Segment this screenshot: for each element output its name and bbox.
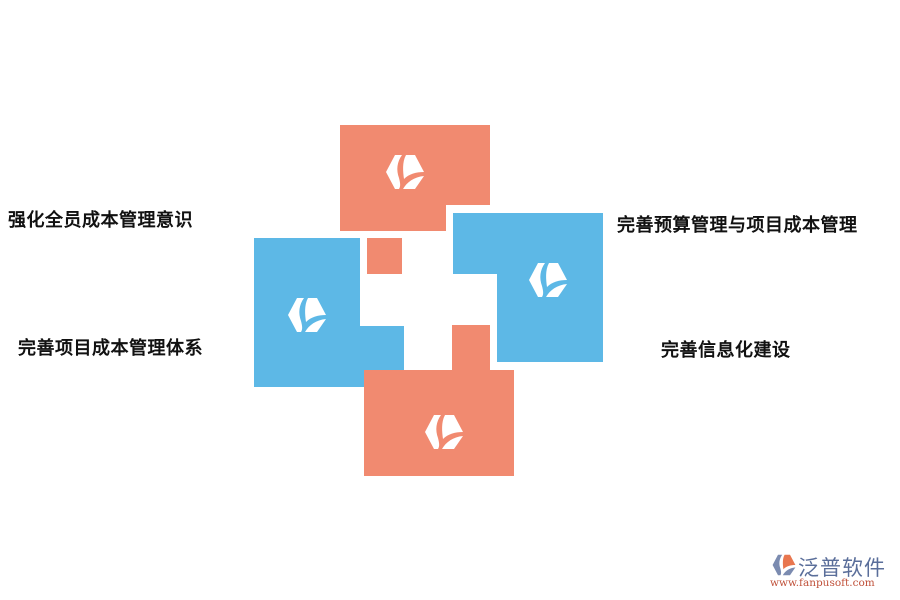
brand-hexagon-icon [385, 154, 425, 190]
top-block-extension [340, 205, 446, 231]
label-bottom-right: 完善信息化建设 [661, 340, 791, 361]
label-bottom-left: 完善项目成本管理体系 [18, 338, 203, 359]
label-top-right: 完善预算管理与项目成本管理 [617, 215, 858, 236]
brand-logo-icon [772, 554, 796, 576]
brand-hexagon-icon [528, 262, 568, 298]
watermark-logo: 泛普软件 www.fanpusoft.com [770, 552, 895, 592]
label-top-left: 强化全员成本管理意识 [8, 210, 193, 231]
right-block-main [497, 213, 603, 362]
watermark-brand: 泛普软件 [798, 556, 886, 580]
bottom-block-tab [452, 325, 490, 370]
watermark-url: www.fanpusoft.com [770, 577, 875, 589]
brand-hexagon-icon [287, 297, 327, 333]
right-block-extension [453, 213, 497, 274]
bottom-block-main [364, 370, 514, 476]
small-connector-square [367, 238, 402, 274]
brand-hexagon-icon [424, 414, 464, 450]
